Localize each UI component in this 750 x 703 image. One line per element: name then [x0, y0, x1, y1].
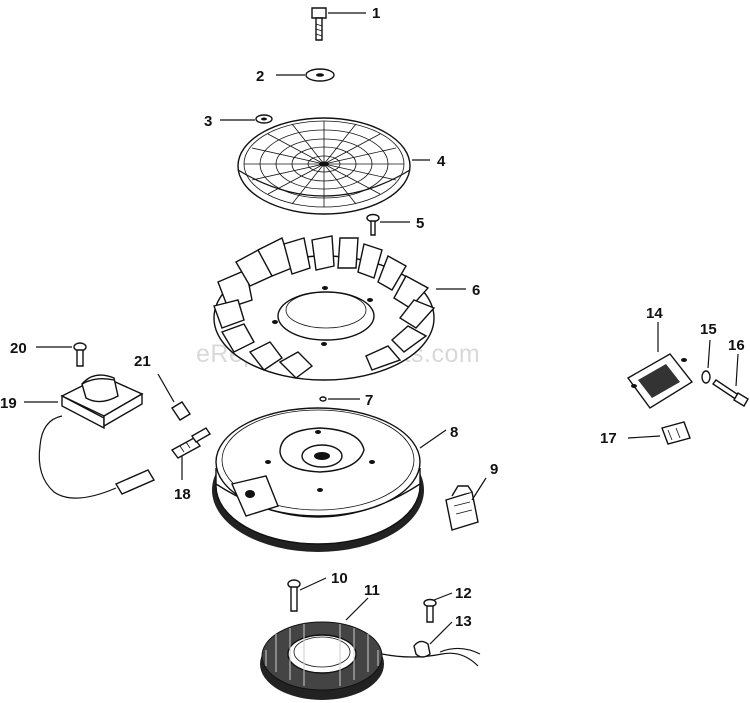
- part-13-clamp: [413, 621, 453, 658]
- part-20-screw: [36, 342, 87, 367]
- callout-12: 12: [455, 585, 472, 602]
- callout-19: 19: [0, 395, 17, 412]
- part-1-bolt: [311, 7, 366, 41]
- callout-20: 20: [10, 340, 27, 357]
- part-10-bolt: [287, 577, 327, 612]
- part-5-screw: [366, 213, 410, 236]
- callout-16: 16: [728, 337, 745, 354]
- callout-1: 1: [372, 5, 380, 22]
- callout-15: 15: [700, 321, 717, 338]
- part-19-ignition-module: [24, 374, 156, 499]
- part-2-washer: [276, 68, 335, 82]
- callout-3: 3: [204, 113, 212, 130]
- part-12-screw: [423, 592, 453, 623]
- part-16-bolt: [711, 353, 749, 407]
- callout-18: 18: [174, 486, 191, 503]
- part-4-grass-screen: [237, 117, 430, 215]
- callout-2: 2: [256, 68, 264, 85]
- part-15-washer: [701, 339, 711, 384]
- callout-8: 8: [450, 424, 458, 441]
- callout-9: 9: [490, 461, 498, 478]
- callout-6: 6: [472, 282, 480, 299]
- part-9-connector: [445, 477, 487, 531]
- callout-labels: 1 2 3 4 5 6 7 8 9 10 11 12 13 14 15 16 1…: [0, 5, 745, 630]
- callout-7: 7: [365, 392, 373, 409]
- part-7-key: [319, 396, 360, 402]
- part-3-nut: [220, 114, 273, 124]
- part-11-stator: [260, 597, 481, 700]
- callout-5: 5: [416, 215, 424, 232]
- callout-14: 14: [646, 305, 663, 322]
- callout-11: 11: [364, 582, 380, 599]
- part-14-regulator: [626, 322, 694, 409]
- part-8-flywheel: [212, 407, 447, 552]
- part-21-cap: [157, 373, 191, 421]
- callout-17: 17: [600, 430, 617, 447]
- part-18-terminal: [170, 427, 211, 480]
- callout-4: 4: [437, 153, 446, 170]
- part-17-connector: [627, 421, 691, 445]
- callout-13: 13: [455, 613, 472, 630]
- part-6-fan: [213, 235, 466, 381]
- callout-10: 10: [331, 570, 348, 587]
- callout-21: 21: [134, 353, 151, 370]
